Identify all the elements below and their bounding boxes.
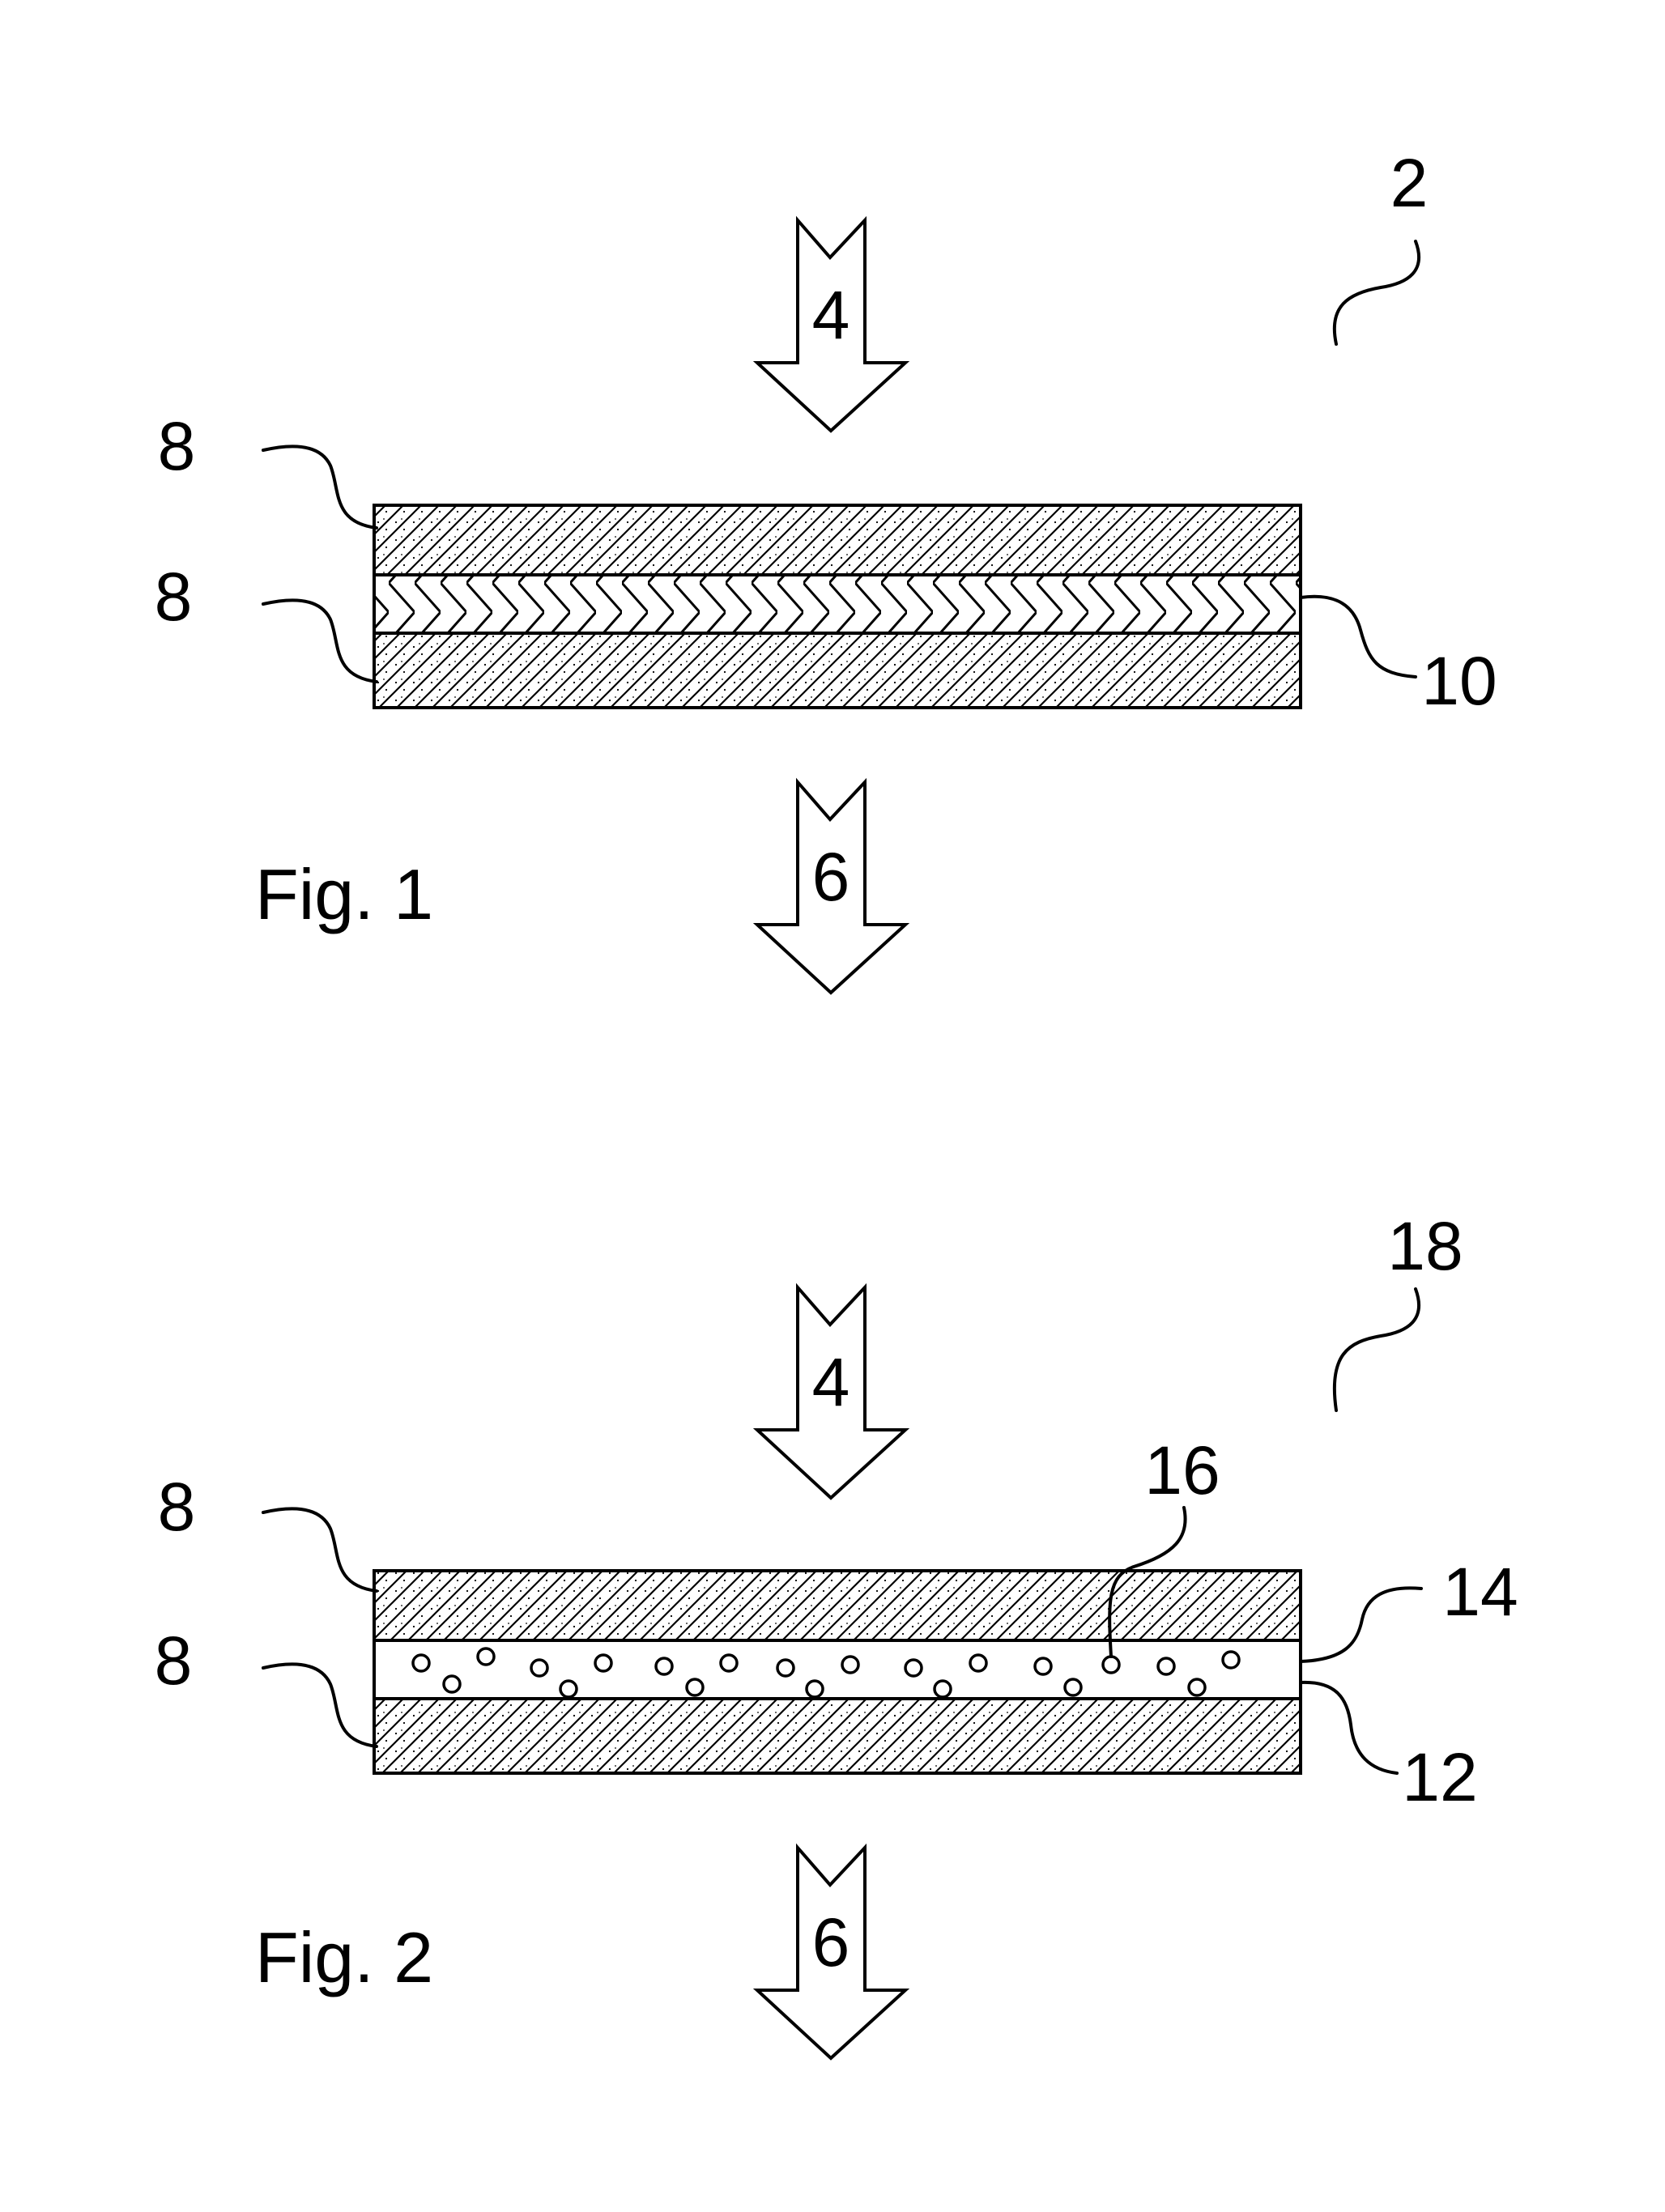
fig1-middle-layer-leader <box>1301 597 1416 677</box>
particle <box>1158 1658 1174 1674</box>
fig1-bottom-layer-label: 8 <box>155 559 193 635</box>
fig2-lower-right-label: 12 <box>1402 1739 1477 1815</box>
fig2-upper-right-leader <box>1301 1588 1421 1661</box>
particle <box>656 1658 672 1674</box>
fig2-particle-label: 16 <box>1144 1432 1220 1508</box>
fig2-arrow-in-label: 4 <box>812 1344 850 1420</box>
figure-1: 2 4 8 8 10 6 Fig. 1 <box>155 145 1497 993</box>
fig2-bottom-layer-label: 8 <box>155 1623 193 1699</box>
particle <box>687 1679 703 1695</box>
fig1-caption: Fig. 1 <box>255 854 433 934</box>
fig2-top-layer <box>374 1571 1301 1640</box>
particle <box>1189 1679 1205 1695</box>
particle <box>413 1655 429 1671</box>
particle <box>970 1655 986 1671</box>
figure-2: 18 4 <box>155 1208 1518 2058</box>
fig1-middle-layer-label: 10 <box>1421 643 1497 719</box>
particle <box>595 1655 611 1671</box>
fig2-top-layer-label: 8 <box>158 1469 196 1545</box>
particle <box>1065 1679 1081 1695</box>
particle <box>905 1660 922 1676</box>
particle <box>531 1660 547 1676</box>
particle <box>1103 1657 1119 1673</box>
fig2-caption: Fig. 2 <box>255 1917 433 1997</box>
fig1-arrow-in-label: 4 <box>812 277 850 353</box>
fig2-top-layer-leader <box>263 1508 377 1591</box>
fig1-top-layer <box>374 505 1301 575</box>
fig2-upper-right-label: 14 <box>1442 1554 1518 1630</box>
fig1-middle-layer <box>374 575 1301 633</box>
fig1-top-layer-label: 8 <box>158 408 196 484</box>
particle <box>721 1655 737 1671</box>
particle <box>842 1657 858 1673</box>
fig2-ref-leader <box>1335 1289 1419 1410</box>
fig2-bottom-layer <box>374 1699 1301 1773</box>
particle <box>560 1681 577 1697</box>
particle <box>444 1676 460 1692</box>
fig2-bottom-layer-leader <box>263 1664 377 1746</box>
fig1-bottom-layer-leader <box>263 600 377 682</box>
fig1-ref-leader <box>1335 241 1419 344</box>
particle <box>1035 1658 1051 1674</box>
particle <box>935 1681 951 1697</box>
fig1-arrow-out-label: 6 <box>812 839 850 915</box>
fig1-bottom-layer <box>374 633 1301 708</box>
particle <box>777 1660 794 1676</box>
fig2-ref-label: 18 <box>1387 1208 1463 1284</box>
fig2-arrow-out-label: 6 <box>812 1904 850 1980</box>
fig2-lower-right-leader <box>1301 1682 1397 1773</box>
particle <box>1223 1652 1239 1668</box>
particle <box>478 1648 494 1665</box>
particle <box>807 1681 823 1697</box>
fig1-ref-label: 2 <box>1390 145 1429 221</box>
fig1-top-layer-leader <box>263 446 377 528</box>
